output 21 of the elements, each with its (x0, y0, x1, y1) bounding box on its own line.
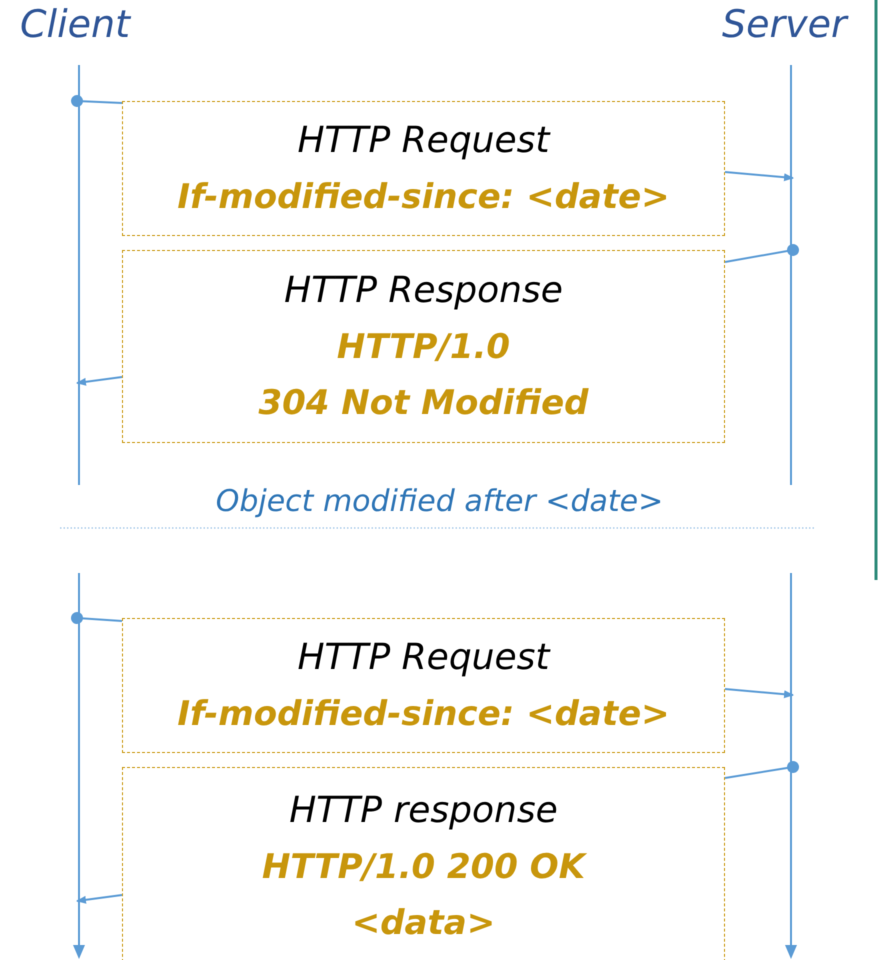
message-box (122, 618, 725, 753)
note-text: Object modified after <date> (214, 484, 664, 519)
message-box (122, 767, 725, 960)
header-text: HTTP/1.0 200 OK (262, 846, 586, 889)
message-box (122, 101, 725, 236)
message-arrow (76, 376, 122, 386)
message-title: HTTP response (289, 789, 558, 833)
message-arrow (724, 171, 794, 182)
header-text: If-modified-since: <date> (177, 176, 670, 218)
actor-label: Server (722, 2, 862, 52)
message-title: HTTP Request (297, 636, 550, 680)
message-arrow (724, 688, 794, 698)
header-text: <data> (352, 902, 496, 945)
header-text: HTTP/1.0 (336, 326, 510, 368)
actor-label: Client (20, 2, 138, 52)
header-text: If-modified-since: <date> (177, 692, 670, 736)
message-title: HTTP Request (297, 118, 550, 162)
message-title: HTTP Response (284, 268, 563, 312)
message-arrow (76, 894, 122, 904)
message-box (122, 250, 725, 443)
header-text: 304 Not Modified (258, 382, 589, 424)
